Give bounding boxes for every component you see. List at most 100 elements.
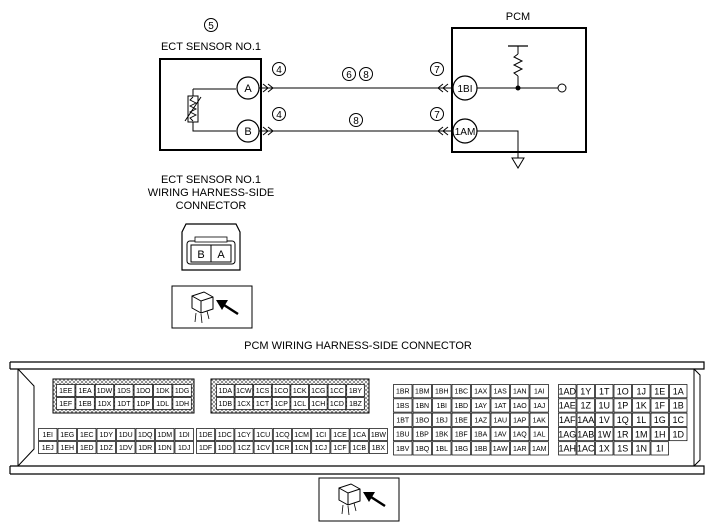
ect-caption-line2: WIRING HARNESS-SIDE	[148, 187, 275, 199]
pin-a-top-label: 1DP	[136, 401, 150, 408]
pcm-pin-1bh: 1BH	[432, 384, 452, 399]
pin-a-bottom-label: 1EG	[60, 432, 74, 439]
pin-b-top-label: 1DB	[218, 401, 232, 408]
pcm-pin-1q: 1Q	[613, 412, 632, 427]
pcm-pin-1bw: 1BW	[368, 428, 388, 441]
pin-d-label: 1R	[617, 429, 629, 439]
pin-c-label: 1AV	[494, 432, 507, 439]
pcm-pin-1c: 1C	[669, 412, 688, 427]
pcm-terminal-1am-circle	[452, 118, 478, 144]
pin-a-top-label: 1DL	[156, 401, 169, 408]
pin-b-bottom-label: 1CQ	[275, 432, 290, 439]
pin-a-top-label: 1DH	[175, 401, 189, 408]
pin-d-label: 1L	[636, 415, 646, 425]
pcm-pin-1ei: 1EI	[38, 428, 58, 441]
pcm-pin-1bt: 1BT	[393, 412, 413, 427]
pin-a-bottom-label: 1DN	[158, 445, 172, 452]
pcm-pin-1ab: 1AB	[576, 427, 595, 442]
pcm-pin-1ac: 1AC	[576, 441, 595, 456]
pcm-connector-body	[17, 368, 695, 467]
pcm-pin-1g: 1G	[650, 412, 669, 427]
wire1-left-ref: 4	[276, 65, 282, 76]
pin-c-label: 1AY	[474, 403, 487, 410]
pcm-pin-1dw: 1DW	[94, 384, 115, 397]
pcm-pin-1ak: 1AK	[529, 412, 549, 427]
ect-connector-pin-a: A	[217, 249, 225, 261]
pin-b-bottom-label: 1CM	[294, 432, 309, 439]
pin-b-top-label: 1CK	[293, 388, 307, 395]
pin-d-label: 1C	[672, 415, 684, 425]
pin-b-top-label: 1BY	[349, 388, 363, 395]
pcm-pin-1cv: 1CV	[253, 441, 273, 454]
pin-c-label: 1AI	[534, 389, 545, 396]
pcm-pin-1cr: 1CR	[272, 441, 292, 454]
pin-b-top-label: 1CX	[237, 401, 251, 408]
pin-c-label: 1BB	[474, 446, 488, 453]
pin-d-label: 1O	[617, 386, 629, 396]
pcm-pin-1i: 1I	[650, 441, 669, 456]
pcm-pin-1y: 1Y	[576, 384, 595, 399]
pcm-pin-1s: 1S	[613, 441, 632, 456]
pcm-pin-1bg: 1BG	[451, 441, 471, 456]
wire1-mid-ref-2: 8	[363, 70, 369, 81]
pcm-pin-1bx: 1BX	[368, 441, 388, 454]
pcm-pin-1an: 1AN	[510, 384, 530, 399]
pcm-pin-1w: 1W	[595, 427, 614, 442]
pullup-resistor-icon	[512, 53, 524, 77]
pin-b-bottom-label: 1CU	[256, 432, 270, 439]
pcm-pin-1cu: 1CU	[253, 428, 273, 441]
pin-d-label: 1AH	[558, 444, 576, 454]
pin-b-bottom-label: 1CE	[333, 432, 347, 439]
ect-ref-number: 5	[208, 21, 214, 32]
pcm-pin-1dy: 1DY	[96, 428, 116, 441]
pcm-pin-1ah: 1AH	[558, 441, 577, 456]
pcm-pin-1bd: 1BD	[451, 398, 471, 413]
pin-b-top-label: 1DA	[218, 388, 232, 395]
pin-a-top-label: 1DX	[98, 401, 112, 408]
pin-b-top-label: 1CG	[311, 388, 325, 395]
pin-d-label: 1Q	[617, 415, 629, 425]
pcm-pin-1z: 1Z	[576, 398, 595, 413]
pin-a-top-label: 1DT	[117, 401, 131, 408]
pin-b-bottom-label: 1CY	[237, 432, 251, 439]
pin-a-bottom-label: 1EJ	[42, 445, 54, 452]
pcm-pin-1cf: 1CF	[330, 441, 350, 454]
pcm-pin-1dt: 1DT	[114, 397, 134, 410]
pcm-pin-1co: 1CO	[271, 384, 291, 397]
pcm-view-direction-icon	[318, 477, 400, 522]
ect-ref-circle	[204, 18, 218, 32]
pcm-pin-1bm: 1BM	[412, 384, 432, 399]
pin-b-top-label: 1CS	[256, 388, 270, 395]
pcm-pin-1dn: 1DN	[155, 441, 175, 454]
wire1-right-ref: 7	[434, 65, 440, 76]
pin-b-bottom-label: 1CJ	[315, 445, 327, 452]
pcm-pin-1cj: 1CJ	[311, 441, 331, 454]
pcm-pin-1av: 1AV	[490, 427, 510, 442]
pin-b-top-label: 1CW	[236, 388, 252, 395]
ground-icon	[511, 157, 525, 169]
pcm-pin-1ct: 1CT	[253, 397, 272, 410]
pcm-pin-1dc: 1DC	[215, 428, 235, 441]
pcm-pin-1dg: 1DG	[172, 384, 192, 397]
pcm-pin-1bl: 1BL	[432, 441, 452, 456]
pin-a-bottom-label: 1EC	[80, 432, 94, 439]
pcm-pin-1cm: 1CM	[292, 428, 312, 441]
pin-d-label: 1X	[599, 444, 610, 454]
pcm-pin-1bn: 1BN	[412, 398, 432, 413]
pin-c-label: 1BD	[454, 403, 468, 410]
pin-a-top-label: 1EE	[59, 388, 73, 395]
pcm-pin-1ao: 1AO	[510, 398, 530, 413]
pcm-pin-1ed: 1ED	[77, 441, 97, 454]
pin-b-top-label: 1CL	[293, 401, 306, 408]
pin-d-label: 1J	[636, 386, 646, 396]
ect-view-direction-icon	[171, 285, 253, 329]
pin-d-label: 1AE	[559, 401, 576, 411]
pcm-pin-1cn: 1CN	[292, 441, 312, 454]
pcm-pin-1du: 1DU	[116, 428, 136, 441]
pcm-block: PCM 1BI 1AM	[451, 11, 587, 169]
pcm-pin-1aq: 1AQ	[510, 427, 530, 442]
pin-a-bottom-label: 1DQ	[138, 432, 153, 439]
pin-a-bottom-label: 1EI	[42, 432, 53, 439]
pin-c-label: 1BR	[396, 389, 410, 396]
pcm-pin-1bi: 1BI	[432, 398, 452, 413]
